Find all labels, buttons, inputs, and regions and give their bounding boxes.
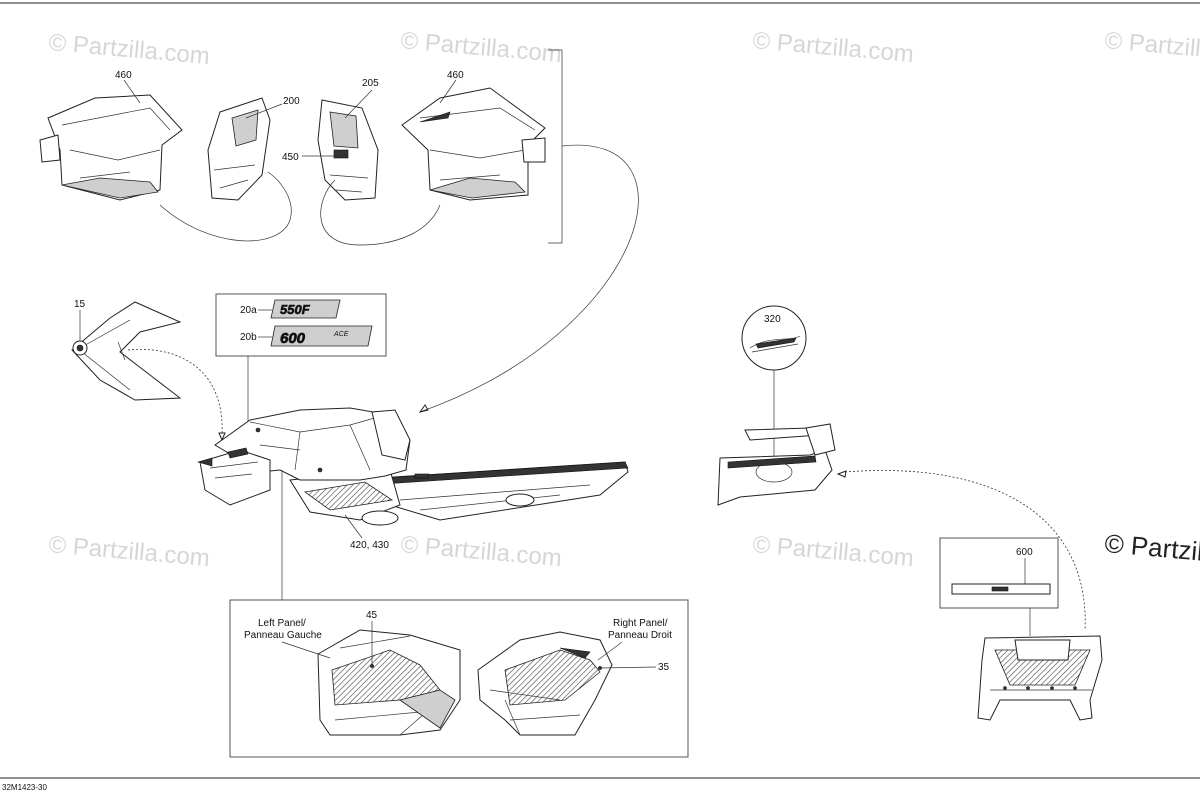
decal-20b-text: 600 <box>280 330 306 347</box>
engine-decal-box: 20a 550F 20b 600 ACE <box>215 293 387 430</box>
callout-15: 15 <box>74 299 86 310</box>
callout-45: 45 <box>366 610 378 621</box>
callout-450: 450 <box>282 152 299 163</box>
callout-320: 320 <box>764 314 781 325</box>
watermark-3: © Partzilla.com <box>751 27 914 68</box>
upper-left-side-panel <box>39 94 183 201</box>
callout-20b: 20b <box>240 332 257 343</box>
inner-left-panel <box>207 97 271 201</box>
drawing-code: 32M1423-30 <box>2 783 47 792</box>
watermark-4: © Partzilla.com <box>1103 27 1200 68</box>
callout-35: 35 <box>658 662 670 673</box>
callout-20a: 20a <box>240 305 257 316</box>
callout-200: 200 <box>283 96 300 107</box>
side-panel-box: Left Panel/ Panneau Gauche 45 Right Pane… <box>229 599 689 758</box>
decal-20b-suffix: ACE <box>333 331 349 338</box>
watermark-1: © Partzilla.com <box>47 29 210 70</box>
watermark-7: © Partzilla.com <box>751 531 914 572</box>
watermark-2: © Partzilla.com <box>399 27 562 68</box>
page-frame <box>0 2 1200 779</box>
decal-20a-text: 550F <box>280 302 311 317</box>
left-panel-label-line2: Panneau Gauche <box>244 630 322 641</box>
nose-decal-group: 15 <box>71 299 226 442</box>
right-side-panel <box>477 631 613 736</box>
callout-205: 205 <box>362 78 379 89</box>
callout-460-right: 460 <box>447 70 464 81</box>
watermark-6: © Partzilla.com <box>399 531 562 572</box>
callout-460-left: 460 <box>115 70 132 81</box>
snowmobile-body: 420, 430 <box>196 407 629 600</box>
callout-420-430: 420, 430 <box>350 540 389 551</box>
watermark-corner: © Partzilla <box>1103 528 1200 568</box>
upper-right-side-panel <box>401 87 546 201</box>
snowflap-group: 600 <box>939 537 1103 721</box>
watermark-5: © Partzilla.com <box>47 531 210 572</box>
rear-tunnel-group: 320 <box>717 305 1086 631</box>
inner-right-panel <box>317 99 379 201</box>
left-side-panel <box>317 629 461 736</box>
right-panel-label-line2: Panneau Droit <box>608 630 672 641</box>
right-panel-label-line1: Right Panel/ <box>613 618 668 629</box>
callout-600: 600 <box>1016 547 1033 558</box>
top-panel-group: 460 200 205 450 460 <box>39 49 639 413</box>
left-panel-label-line1: Left Panel/ <box>258 618 306 629</box>
